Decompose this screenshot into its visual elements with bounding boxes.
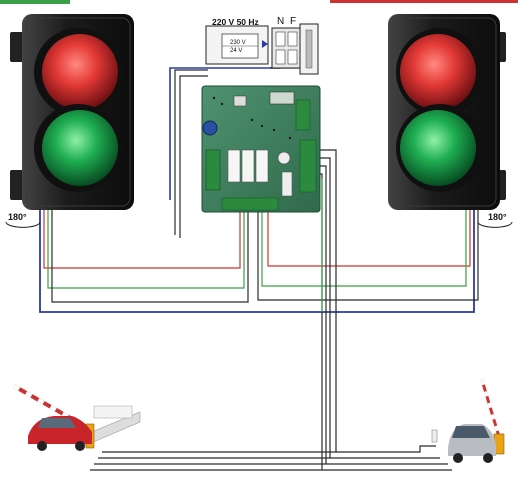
wire-power-blue (169, 67, 280, 200)
wire-photocell-5 (336, 445, 436, 453)
relay-icon (241, 149, 255, 183)
wire-right-green (261, 210, 467, 287)
wire-power-black-1 (174, 69, 208, 235)
wire-left-green (47, 210, 245, 289)
mains-terminal-block (271, 23, 319, 75)
traffic-light-right (388, 14, 513, 228)
right-barrier-scene (431, 379, 505, 463)
left-rotation-label: 180° (8, 212, 27, 222)
relay-icon (255, 149, 269, 183)
car-icon (448, 424, 496, 463)
terminal-strip (299, 139, 317, 193)
wire-right-blue (238, 210, 475, 313)
wire-left-black (51, 210, 249, 303)
left-barrier-scene (13, 384, 141, 451)
car-icon (28, 416, 92, 451)
transformer (205, 25, 269, 65)
wire-photocell-1 (102, 149, 337, 453)
relay-icon (227, 149, 241, 183)
lcd-display (269, 91, 295, 105)
phase-terminal-label: F (290, 16, 297, 27)
wire-left-red (43, 210, 241, 269)
traffic-light-left (5, 14, 134, 228)
wire-right-black (257, 210, 479, 301)
wire-photocell-3 (94, 165, 327, 465)
top-banner-remnant (0, 0, 518, 4)
wire-left-blue (39, 210, 238, 313)
primary-voltage-label: 230 V (230, 40, 246, 46)
green-lamp-icon (42, 110, 118, 186)
rotation-icon (5, 221, 41, 228)
wire-power-black-2 (179, 75, 208, 238)
transformer-title: 220 V 50 Hz (212, 17, 259, 27)
wire-photocell-2 (98, 157, 331, 459)
red-lamp-icon (42, 34, 118, 110)
green-lamp-icon (400, 110, 476, 186)
rotation-icon (477, 221, 513, 228)
neutral-terminal-label: N (277, 16, 285, 27)
wire-photocell-4 (90, 173, 323, 471)
wire-right-red (267, 210, 471, 267)
capacitor-icon (202, 120, 218, 136)
control-board (201, 85, 321, 213)
secondary-voltage-label: 24 V (230, 48, 243, 54)
red-lamp-icon (400, 34, 476, 110)
terminal-strip (221, 197, 279, 211)
right-rotation-label: 180° (488, 212, 507, 222)
